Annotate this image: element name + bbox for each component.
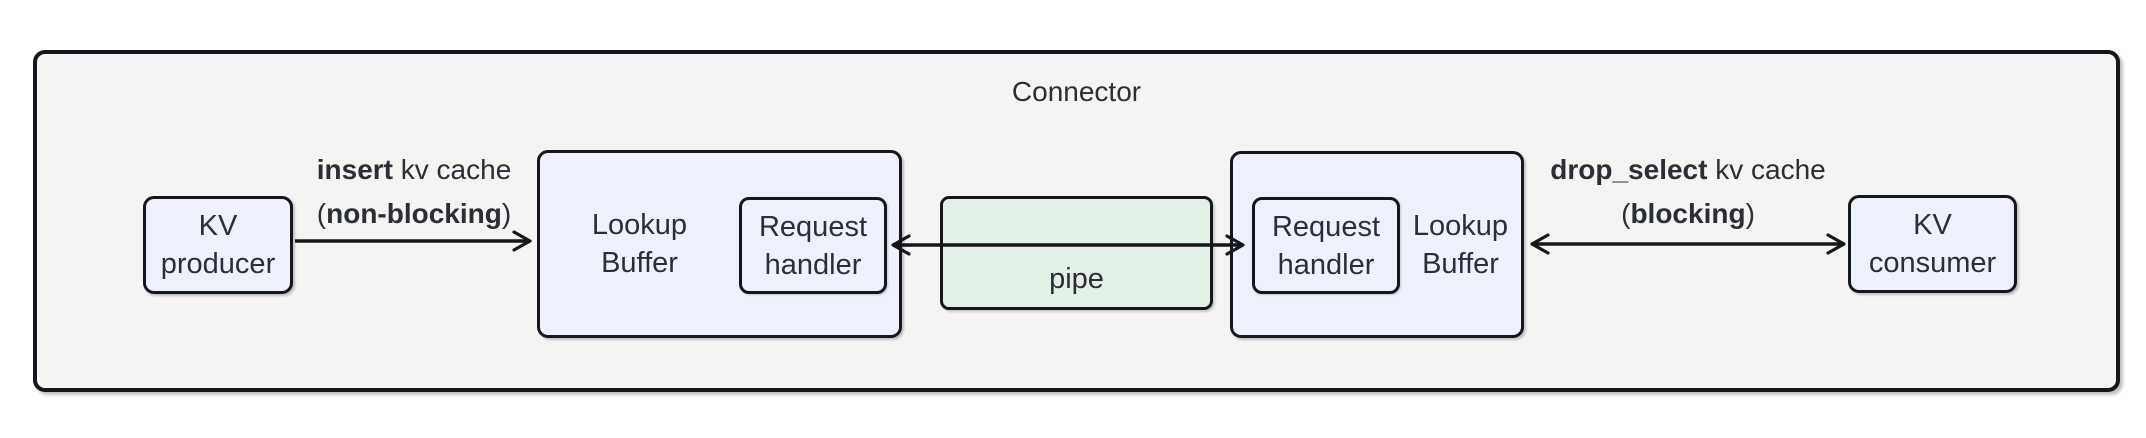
kv-producer-label-line2: producer <box>160 248 276 280</box>
node-pipe: pipe <box>940 196 1213 310</box>
insert-suffix: kv cache <box>392 154 512 185</box>
insert-close-paren: ) <box>501 198 512 229</box>
drop-select-close-paren: ) <box>1745 198 1755 229</box>
insert-open-paren: ( <box>316 198 327 229</box>
drop-select-open-paren: ( <box>1621 198 1631 229</box>
node-lookup-buffer-right: Request handler Lookup Buffer <box>1230 151 1524 338</box>
lookup-buffer-right-label-line1: Lookup <box>1412 209 1509 242</box>
kv-consumer-label-line1: KV <box>1913 209 1952 241</box>
insert-edge-label-line2: (non-blocking) <box>289 192 539 236</box>
request-handler-right-label-line1: Request <box>1271 210 1380 243</box>
insert-verb: insert <box>316 154 393 185</box>
insert-edge-label-line1: insert kv cache <box>289 148 539 192</box>
request-handler-left-label-line2: handler <box>764 248 862 281</box>
lookup-buffer-left-label-line2: Buffer <box>601 247 678 279</box>
lookup-buffer-left-label: Lookup Buffer <box>540 153 739 335</box>
drop-select-edge-label-line2: (blocking) <box>1523 192 1853 236</box>
pipe-label: pipe <box>1049 262 1104 295</box>
request-handler-right-label-line2: handler <box>1277 248 1375 281</box>
diagram-title: Connector <box>1011 76 1142 107</box>
drop-select-edge-label-line1: drop_select kv cache <box>1523 148 1853 192</box>
node-request-handler-right: Request handler <box>1252 197 1400 294</box>
node-kv-producer: KV producer <box>143 196 293 294</box>
drop-select-verb: drop_select <box>1550 154 1708 185</box>
insert-edge-label: insert kv cache (non-blocking) <box>289 148 539 236</box>
insert-mode: non-blocking <box>326 198 502 229</box>
request-handler-left-label-line1: Request <box>758 210 867 243</box>
lookup-buffer-right-label: Lookup Buffer <box>1400 154 1521 335</box>
node-request-handler-left: Request handler <box>739 197 887 294</box>
node-lookup-buffer-left: Lookup Buffer Request handler <box>537 150 902 338</box>
kv-producer-label-line1: KV <box>198 210 238 242</box>
drop-select-mode: blocking <box>1630 198 1746 229</box>
node-kv-consumer: KV consumer <box>1848 195 2017 293</box>
lookup-buffer-right-label-line2: Buffer <box>1422 247 1499 280</box>
lookup-buffer-left-label-line1: Lookup <box>591 209 688 241</box>
kv-consumer-label-line2: consumer <box>1868 247 1997 279</box>
drop-select-suffix: kv cache <box>1707 154 1826 185</box>
drop-select-edge-label: drop_select kv cache (blocking) <box>1523 148 1853 236</box>
